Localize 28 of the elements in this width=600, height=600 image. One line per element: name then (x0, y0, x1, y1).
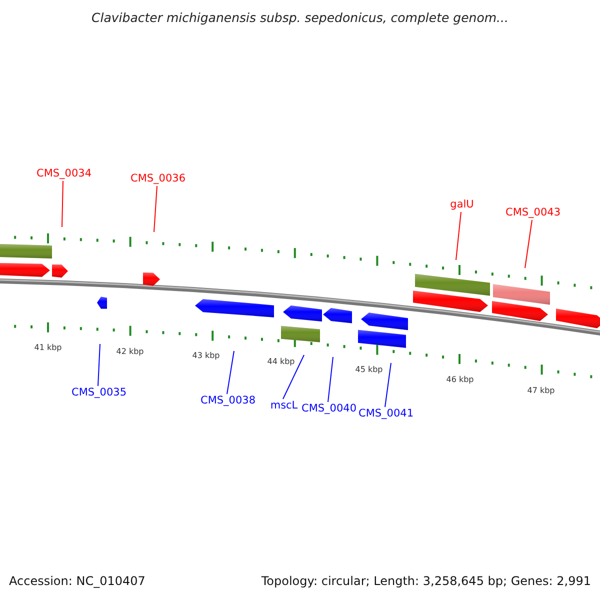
gene-label: CMS_0043 (505, 206, 561, 220)
leader-line (226, 350, 234, 394)
gene-label: CMS_0040 (301, 402, 357, 416)
leader-line (456, 212, 462, 260)
position-label: 41 kbp (34, 343, 62, 354)
position-label: 44 kbp (267, 356, 295, 367)
chart-title: Clavibacter michiganensis subsp. sepedonicus, complete genom... (90, 10, 510, 25)
gene-label: CMS_0035 (71, 386, 127, 400)
position-label: 46 kbp (446, 375, 474, 386)
leader-line (328, 356, 334, 402)
position-label: 43 kbp (192, 351, 220, 362)
leader-line (62, 180, 64, 228)
footer-text: Accession: NC_010407 (9, 574, 146, 589)
footer-text: Topology: circular; Length: 3,258,645 bp; Genes: 2,991 (261, 574, 591, 589)
position-label: 47 kbp (527, 386, 555, 396)
leader-line (384, 362, 392, 408)
leader-line (98, 344, 100, 386)
leader-line (282, 354, 304, 400)
position-label: 42 kbp (116, 346, 144, 357)
position-label: 45 kbp (355, 364, 383, 375)
gene-label: CMS_0036 (130, 172, 186, 186)
gene-label: CMS_0034 (36, 168, 92, 180)
leader-line (154, 186, 158, 232)
gene-label: mscL (270, 400, 298, 412)
leader-line (524, 220, 532, 268)
gene-label: CMS_0038 (200, 394, 256, 408)
gene-label: CMS_0041 (358, 408, 414, 420)
gene-label: galU (450, 198, 474, 212)
